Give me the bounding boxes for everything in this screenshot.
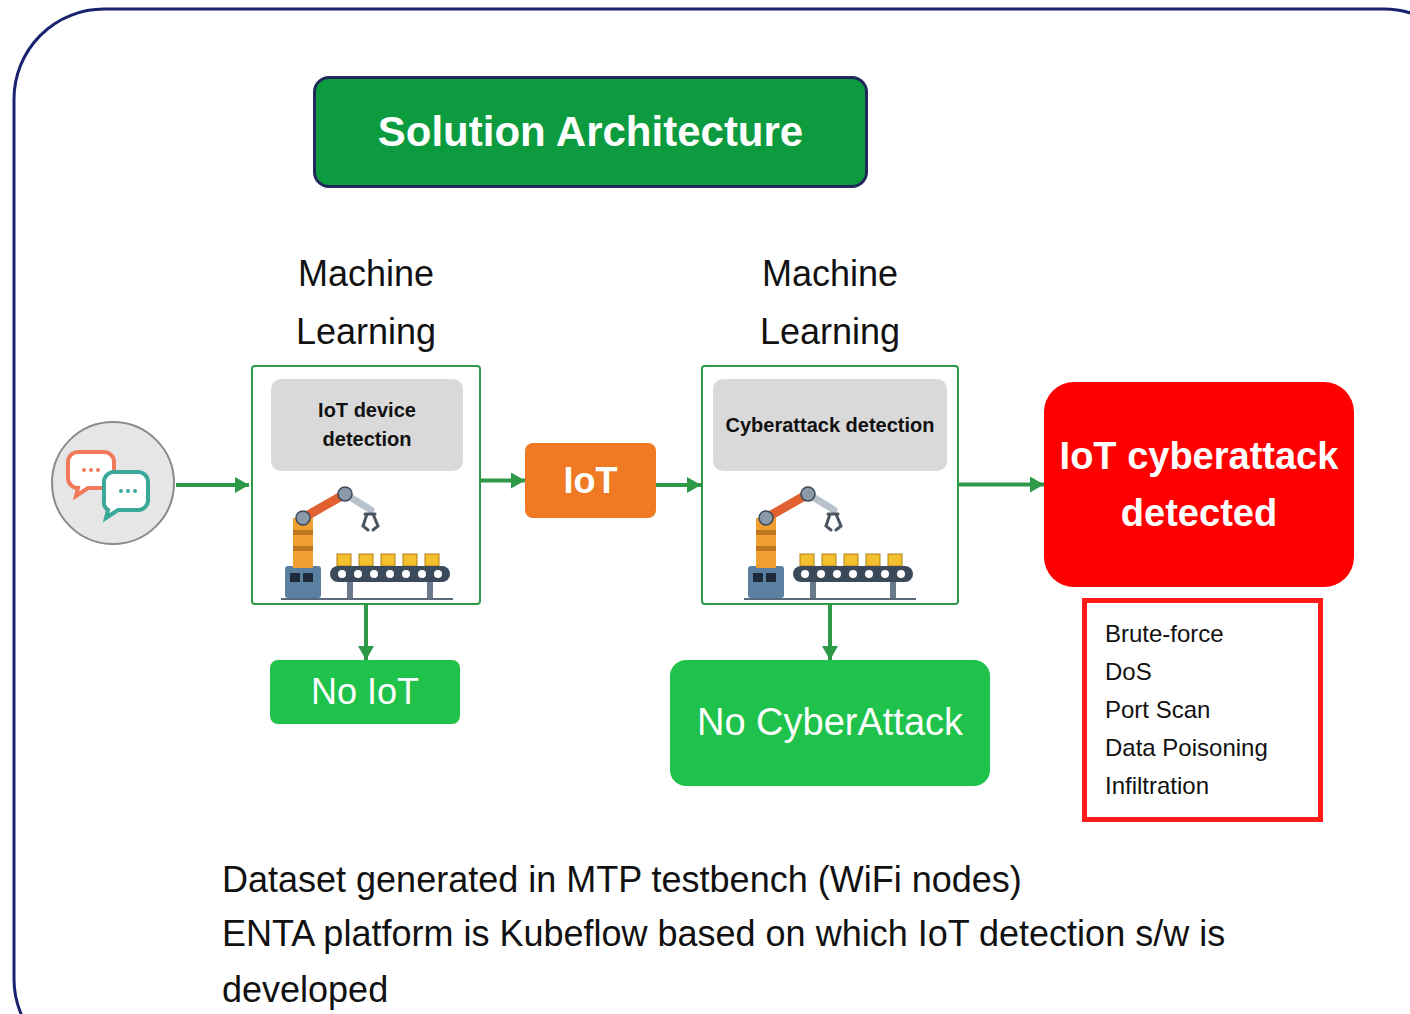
flow-arrow xyxy=(656,483,701,487)
no-iot-box: No IoT xyxy=(270,660,460,724)
list-item: Port Scan xyxy=(1105,691,1308,729)
iot-box: IoT xyxy=(525,443,656,518)
note-text: ENTA platform is Kubeflow based on which… xyxy=(222,906,1372,1014)
stage-heading: Machine Learning xyxy=(256,245,476,361)
result-box: IoT cyberattack detected xyxy=(1044,382,1354,587)
box-text: No IoT xyxy=(311,672,419,712)
list-item: DoS xyxy=(1105,653,1308,691)
list-item: Infiltration xyxy=(1105,767,1308,805)
input-arrow xyxy=(176,483,249,487)
task-box: IoT device detection xyxy=(271,379,463,471)
list-item: Brute-force xyxy=(1105,615,1308,653)
flow-arrow xyxy=(481,479,525,483)
box-text: IoT device detection xyxy=(279,396,455,454)
flow-arrow xyxy=(959,483,1044,487)
ml-stage-box: Machine LearningIoT device detection xyxy=(251,365,481,605)
note-text: Dataset generated in MTP testbench (WiFi… xyxy=(222,852,1382,908)
ml-stage-box: Machine LearningCyberattack detection xyxy=(701,365,959,605)
box-text: IoT cyberattack detected xyxy=(1058,428,1340,542)
task-box: Cyberattack detection xyxy=(713,379,947,471)
stage-heading: Machine Learning xyxy=(720,245,940,361)
robot-illustration xyxy=(744,487,916,599)
title-box: Solution Architecture xyxy=(313,76,868,188)
box-text: No CyberAttack xyxy=(697,695,963,750)
box-text: IoT xyxy=(564,461,618,501)
box-text: Cyberattack detection xyxy=(726,411,935,440)
list-item: Data Poisoning xyxy=(1105,729,1308,767)
no-attack-box: No CyberAttack xyxy=(670,660,990,786)
title-text: Solution Architecture xyxy=(378,108,803,156)
robot-illustration xyxy=(281,487,453,599)
flow-arrow xyxy=(364,605,368,660)
flow-arrow xyxy=(828,605,832,660)
outer-frame xyxy=(14,9,1410,1014)
chat-icon xyxy=(52,422,174,544)
attack-list-box: Brute-forceDoSPort ScanData PoisoningInf… xyxy=(1082,598,1323,822)
